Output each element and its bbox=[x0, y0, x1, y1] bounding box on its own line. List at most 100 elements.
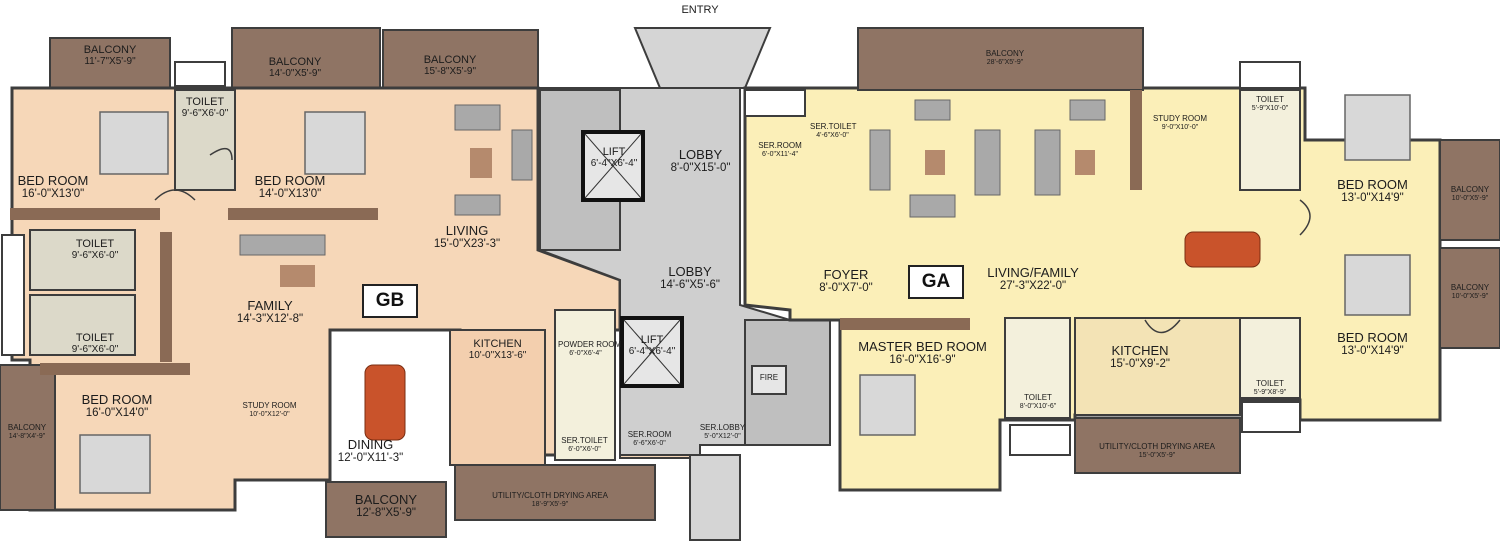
balcony-area bbox=[1439, 139, 1500, 241]
dining-table bbox=[1184, 231, 1261, 268]
toilet-floor bbox=[174, 89, 236, 191]
sofa bbox=[974, 129, 1001, 196]
table bbox=[470, 148, 492, 178]
shaft bbox=[1009, 424, 1071, 456]
wardrobe bbox=[228, 208, 378, 220]
door-swing bbox=[1144, 319, 1181, 334]
sofa bbox=[909, 194, 956, 218]
shaft bbox=[1241, 401, 1301, 433]
bed bbox=[79, 434, 151, 494]
sofa bbox=[1069, 99, 1106, 121]
door-swing bbox=[154, 189, 196, 201]
entry-label: ENTRY bbox=[681, 4, 719, 16]
sofa bbox=[454, 194, 501, 216]
sofa bbox=[869, 129, 891, 191]
shaft bbox=[174, 61, 226, 87]
table bbox=[280, 265, 315, 287]
lift-cross bbox=[584, 133, 642, 199]
balcony-area bbox=[1439, 247, 1500, 349]
sofa bbox=[511, 129, 533, 181]
table bbox=[1075, 150, 1095, 175]
entry-stair bbox=[633, 27, 772, 89]
lift-cross bbox=[623, 319, 681, 385]
shaft bbox=[1239, 61, 1301, 89]
balcony-area bbox=[49, 37, 171, 89]
bed bbox=[304, 111, 366, 175]
toilet-floor bbox=[29, 294, 136, 356]
utility-area bbox=[454, 464, 656, 521]
unit-ga-badge: GA bbox=[908, 265, 964, 299]
kitchen-floor bbox=[1074, 317, 1241, 416]
wardrobe bbox=[10, 208, 160, 220]
ser-area bbox=[554, 309, 616, 461]
shaft bbox=[744, 89, 806, 117]
wardrobe bbox=[160, 232, 172, 362]
sofa bbox=[454, 104, 501, 131]
fire-symbol bbox=[751, 365, 787, 395]
wardrobe bbox=[40, 363, 190, 375]
sofa bbox=[914, 99, 951, 121]
utility-area bbox=[1074, 417, 1241, 474]
dining-table bbox=[364, 364, 406, 441]
toilet-floor bbox=[29, 229, 136, 291]
toilet-floor bbox=[1004, 317, 1071, 419]
balcony-area bbox=[857, 27, 1144, 91]
bed bbox=[859, 374, 916, 436]
toilet-floor bbox=[1239, 317, 1301, 399]
balcony-area bbox=[231, 27, 381, 89]
toilet-floor bbox=[1239, 89, 1301, 191]
balcony-area bbox=[0, 364, 56, 511]
wardrobe bbox=[1130, 90, 1142, 190]
bed bbox=[99, 111, 169, 175]
bed bbox=[1344, 94, 1411, 161]
sofa bbox=[239, 234, 326, 256]
table bbox=[925, 150, 945, 175]
shaft bbox=[1, 234, 25, 356]
bed bbox=[1344, 254, 1411, 316]
balcony-area bbox=[325, 481, 447, 538]
sofa bbox=[1034, 129, 1061, 196]
entry-stair bbox=[689, 454, 741, 541]
door-swing bbox=[209, 147, 233, 161]
wardrobe bbox=[840, 318, 970, 330]
room-label: FIRE bbox=[759, 373, 779, 382]
